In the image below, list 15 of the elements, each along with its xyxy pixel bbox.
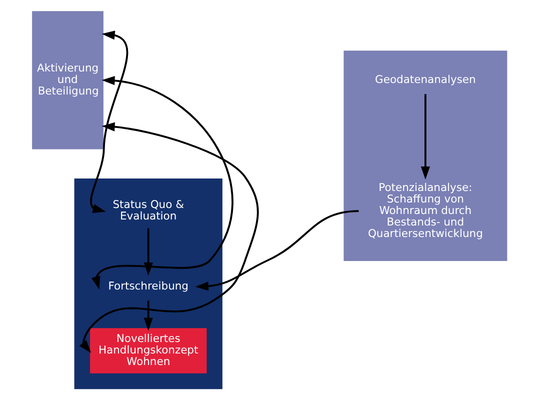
arrow — [144, 300, 153, 331]
cluster — [74, 178, 222, 390]
node-text: Fortschreibung — [108, 280, 188, 292]
node-text: Geodatenanalysen — [375, 73, 476, 86]
arrow — [195, 210, 359, 291]
node-text: Potenzialanalyse: Schaffung von Wohnraum durch Bestands- und Quartiersentwicklung — [368, 180, 483, 240]
arrow — [79, 122, 259, 353]
arrow — [420, 94, 430, 180]
arrow — [144, 228, 153, 276]
node-box: Aktivierung und Beteiligung — [32, 11, 104, 150]
node-text: Status Quo & Evaluation — [112, 198, 184, 223]
arrow — [91, 76, 234, 290]
node-box: Novelliertes Handlungskonzept Wohnen — [90, 328, 207, 374]
arrow — [90, 30, 128, 213]
cluster — [344, 50, 508, 261]
